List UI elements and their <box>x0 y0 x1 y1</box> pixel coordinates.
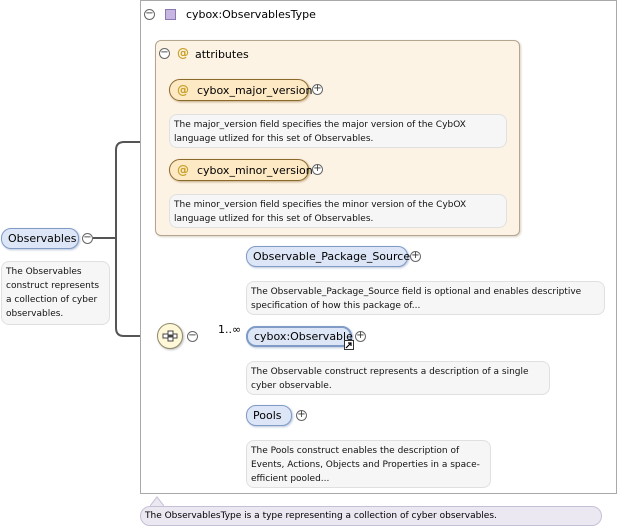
attribute-cybox-major-version[interactable]: @ cybox_major_version <box>169 79 313 101</box>
root-element-name: Observables <box>8 232 77 245</box>
root-collapse-icon[interactable]: − <box>82 232 93 244</box>
at-icon: @ <box>177 83 189 97</box>
type-collapse-icon[interactable]: − <box>144 8 155 20</box>
type-square-icon <box>165 9 176 20</box>
attribute-name: cybox_minor_version <box>197 163 313 177</box>
element-documentation: The Observable construct represents a de… <box>246 361 550 395</box>
root-documentation: The Observables construct represents a c… <box>1 261 110 325</box>
multiplicity-label: 1..∞ <box>218 323 242 336</box>
element-name: cybox:Observable <box>254 330 353 343</box>
attribute-documentation: The minor_version field specifies the mi… <box>169 194 507 228</box>
element-pools[interactable]: Pools <box>246 405 292 426</box>
element-cybox-observable[interactable]: cybox:Observable <box>246 326 353 347</box>
sequence-collapse-icon[interactable]: − <box>187 330 198 342</box>
attributes-collapse-icon[interactable]: − <box>159 47 170 59</box>
element-name: Pools <box>253 409 282 422</box>
expand-icon[interactable]: + <box>296 409 307 421</box>
expand-icon[interactable]: + <box>355 330 366 342</box>
observables-root-element[interactable]: Observables <box>1 228 79 249</box>
expand-icon[interactable]: + <box>312 83 323 95</box>
reference-arrow-icon <box>344 340 354 350</box>
at-icon: @ <box>177 163 189 177</box>
type-name: cybox:ObservablesType <box>186 8 316 21</box>
element-documentation: The Pools construct enables the descript… <box>246 440 491 488</box>
type-documentation: The ObservablesType is a type representi… <box>140 506 602 526</box>
type-doc-pointer <box>150 496 164 507</box>
sequence-compositor-icon[interactable] <box>157 323 183 349</box>
attribute-name: cybox_major_version <box>197 83 313 97</box>
element-observable-package-source[interactable]: Observable_Package_Source <box>246 246 411 267</box>
expand-icon[interactable]: + <box>312 163 323 175</box>
attribute-documentation: The major_version field specifies the ma… <box>169 114 507 148</box>
element-documentation: The Observable_Package_Source field is o… <box>246 281 605 315</box>
expand-icon[interactable]: + <box>410 250 421 262</box>
element-name: Observable_Package_Source <box>253 250 411 263</box>
attributes-label: attributes <box>195 48 249 61</box>
attribute-cybox-minor-version[interactable]: @ cybox_minor_version <box>169 159 313 181</box>
attributes-connector <box>115 141 155 238</box>
sequence-connector <box>115 238 156 337</box>
at-icon: @ <box>177 46 189 60</box>
